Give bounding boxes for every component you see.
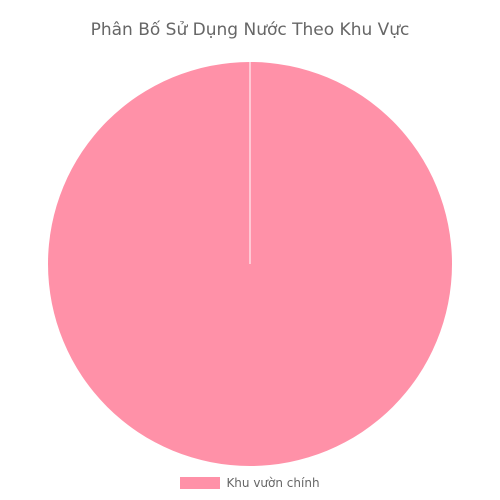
- legend-swatch: [180, 477, 221, 489]
- legend-item-0[interactable]: Khu vườn chính: [180, 476, 320, 490]
- legend-label: Khu vườn chính: [226, 476, 320, 490]
- chart-title: Phân Bố Sử Dụng Nước Theo Khu Vực: [90, 20, 410, 40]
- chart-legend: Khu vườn chính: [0, 476, 500, 490]
